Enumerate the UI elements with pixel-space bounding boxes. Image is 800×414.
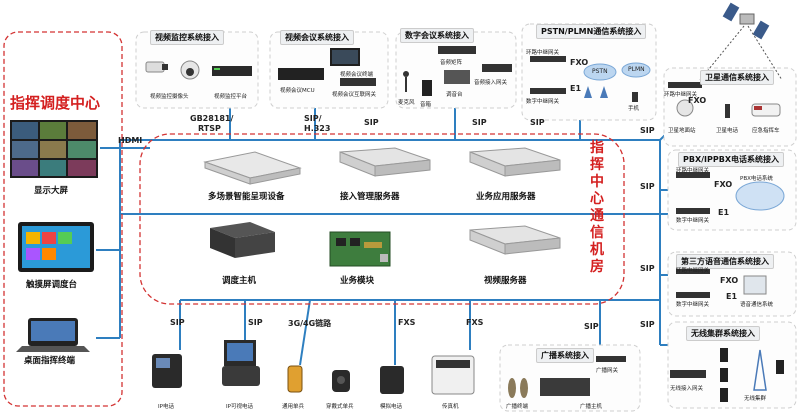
protocol-line: GB28181/ bbox=[190, 114, 234, 123]
pstn-fxo: FXO bbox=[570, 58, 589, 67]
sip-trunking: SIP bbox=[640, 320, 655, 329]
title-char: 机 bbox=[590, 242, 604, 258]
trunk-gw-label: 无线接入网关 bbox=[670, 386, 704, 392]
protocol-line: RTSP bbox=[198, 124, 221, 133]
sip-satellite: SIP bbox=[640, 126, 655, 135]
cam-label: 视频监控摄像头 bbox=[150, 94, 189, 100]
matrix-label: 音频矩阵 bbox=[440, 60, 463, 66]
pbx-system-label: PBX电话系统 bbox=[740, 176, 773, 182]
title-char: 房 bbox=[590, 259, 604, 275]
left-center-frame bbox=[3, 31, 123, 407]
title-char: 心 bbox=[590, 191, 604, 207]
mcu-label: 视频会议MCU bbox=[280, 88, 315, 94]
pstn-loop-label: 环路中继网关 bbox=[526, 50, 560, 56]
title-char: 通 bbox=[590, 208, 604, 224]
audio-gw-label: 音频接入网关 bbox=[474, 80, 508, 86]
pstn-e1: E1 bbox=[570, 84, 582, 93]
sip-pbx: SIP bbox=[640, 182, 655, 191]
pstn-title: PSTN/PLMN通信系统接入 bbox=[536, 24, 647, 39]
desk-label: 桌面指挥终端 bbox=[24, 356, 76, 366]
sip-ip-phone: SIP bbox=[170, 318, 185, 327]
title-char: 挥 bbox=[590, 157, 604, 173]
mixer-label: 调音台 bbox=[446, 92, 463, 98]
fax-label: 传真机 bbox=[442, 404, 459, 410]
sip-pstn: SIP bbox=[472, 118, 487, 127]
plmn-cloud-label: PLMN bbox=[628, 66, 645, 73]
broadcast-terminal-label: 广播终端 bbox=[506, 404, 529, 410]
ip-video-phone-label: IP可视电话 bbox=[226, 404, 253, 410]
wearable-label: 穿戴式单兵 bbox=[326, 404, 354, 410]
video-monitor-title: 视频监控系统接入 bbox=[150, 30, 224, 45]
trunk-system-label: 无线集群 bbox=[744, 396, 767, 402]
mic-label: 麦克风 bbox=[398, 100, 415, 106]
video-conf-title: 视频会议系统接入 bbox=[280, 30, 354, 45]
protocol-line: SIP/ bbox=[304, 114, 322, 123]
speaker-label: 音箱 bbox=[420, 102, 432, 108]
satellite-title: 卫星通信系统接入 bbox=[700, 70, 774, 85]
mobile-label: 手机 bbox=[628, 106, 640, 112]
sat-fxo: FXO bbox=[688, 96, 707, 105]
trunking-title: 无线集群系统接入 bbox=[686, 326, 760, 341]
title-char: 指 bbox=[590, 140, 604, 156]
handheld-label: 通用单兵 bbox=[282, 404, 305, 410]
sat-station-label: 卫星地面站 bbox=[668, 128, 696, 134]
broadcast-title: 广播系统接入 bbox=[536, 348, 594, 363]
fxs-analog: FXS bbox=[398, 318, 416, 327]
pstn-cloud-label: PSTN bbox=[592, 68, 608, 75]
pbx-title: PBX/IPPBX电话系统接入 bbox=[678, 152, 785, 167]
dispatch-host-label: 调度主机 bbox=[222, 276, 257, 286]
sip-h323-protocol: SIP/ H.323 bbox=[304, 114, 330, 134]
sip-ip-video: SIP bbox=[248, 318, 263, 327]
sip-digital-conf: SIP bbox=[364, 118, 379, 127]
sat-phone-label: 卫星电话 bbox=[716, 128, 739, 134]
ip-phone-label: IP电话 bbox=[158, 404, 174, 410]
video-server-label: 视频服务器 bbox=[484, 276, 527, 286]
title-char: 信 bbox=[590, 225, 604, 241]
title-char: 中 bbox=[590, 174, 604, 190]
vc-terminal-label: 视频会议终端 bbox=[340, 72, 374, 78]
tv-loop-label: 环路中继网关 bbox=[676, 268, 710, 274]
sat-vehicle-label: 应急指挥车 bbox=[752, 128, 780, 134]
pbx-loop-label: 环路中继网关 bbox=[676, 168, 710, 174]
tv-fxo: FXO bbox=[720, 276, 739, 285]
sip-broadcast: SIP bbox=[584, 322, 599, 331]
pbx-fxo: FXO bbox=[714, 180, 733, 189]
tv-e1: E1 bbox=[726, 292, 738, 301]
pbx-e1: E1 bbox=[718, 208, 730, 217]
pstn-digital-label: 数字中继网关 bbox=[526, 99, 560, 105]
pbx-digital-label: 数字中继网关 bbox=[676, 218, 710, 224]
platform-label: 视频监控平台 bbox=[214, 94, 248, 100]
sip-third-voice: SIP bbox=[640, 264, 655, 273]
core-room-frame bbox=[139, 133, 625, 305]
module-label: 业务模块 bbox=[340, 276, 375, 286]
sip-extra: SIP bbox=[530, 118, 545, 127]
tv-system-label: 语音通信系统 bbox=[740, 302, 774, 308]
link-4g: 3G/4G链路 bbox=[288, 319, 332, 328]
machine-room-title: 指 挥 中 心 通 信 机 房 bbox=[586, 140, 608, 276]
access-server-label: 接入管理服务器 bbox=[340, 192, 400, 202]
command-center-title: 指挥调度中心 bbox=[10, 94, 101, 112]
display-label: 显示大屏 bbox=[34, 186, 69, 196]
analog-phone-label: 模拟电话 bbox=[380, 404, 403, 410]
third-voice-title: 第三方语音通信系统接入 bbox=[676, 254, 774, 269]
vc-gateway-label: 视频会议互联网关 bbox=[332, 92, 377, 98]
hdmi-label: HDMI bbox=[118, 136, 143, 145]
digital-conf-title: 数字会议系统接入 bbox=[400, 28, 474, 43]
app-server-label: 业务应用服务器 bbox=[476, 192, 536, 202]
tv-digital-label: 数字中继网关 bbox=[676, 302, 710, 308]
protocol-line: H.323 bbox=[304, 124, 331, 133]
broadcast-gw-label: 广播网关 bbox=[596, 368, 619, 374]
broadcast-host-label: 广播主机 bbox=[580, 404, 603, 410]
touch-label: 触摸屏调度台 bbox=[26, 280, 78, 290]
fxs-fax: FXS bbox=[466, 318, 484, 327]
presenter-label: 多场景智能呈现设备 bbox=[208, 192, 285, 202]
sat-loop-label: 环路中继网关 bbox=[664, 92, 698, 98]
gb28181-protocol: GB28181/ RTSP bbox=[190, 114, 233, 134]
